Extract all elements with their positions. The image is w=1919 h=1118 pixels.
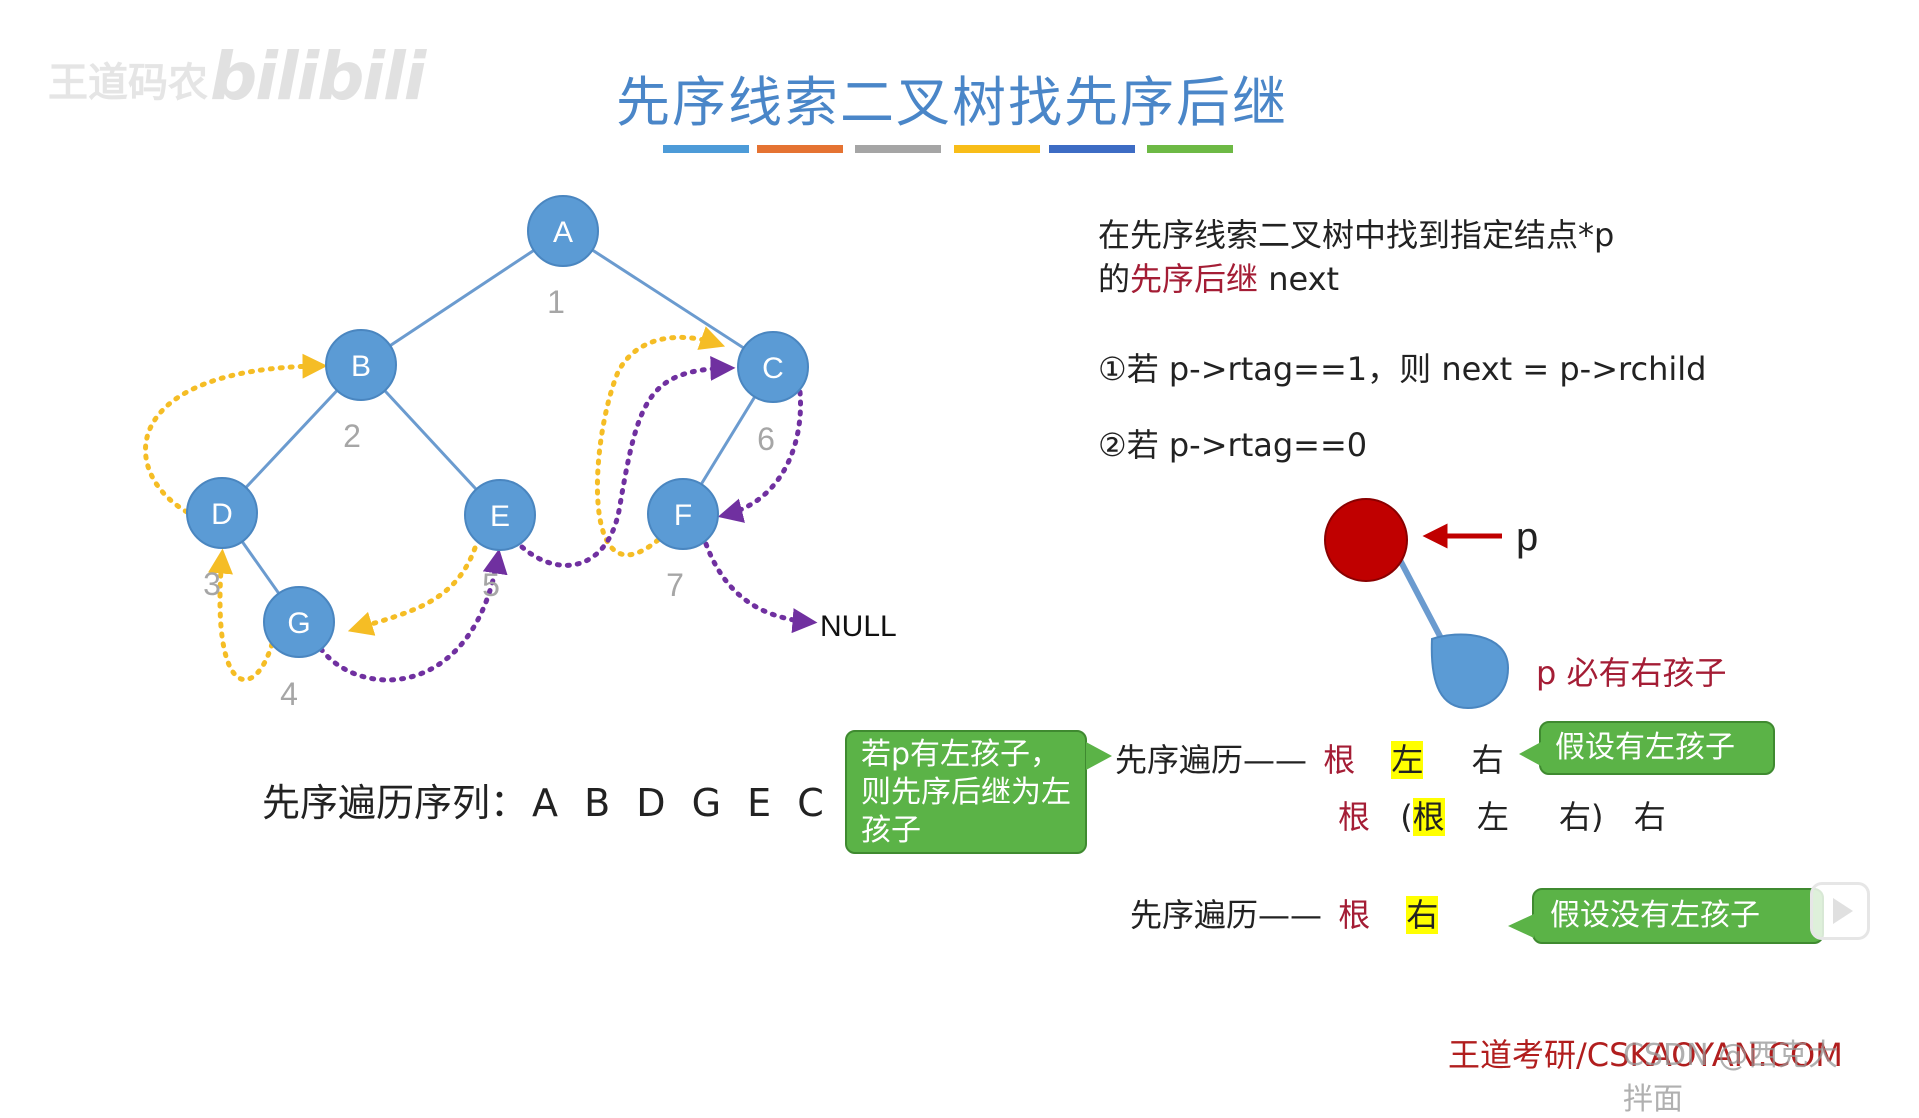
thread-e-to-c — [519, 355, 736, 568]
order-g: 4 — [280, 676, 298, 712]
node-f-label: F — [674, 499, 692, 532]
traversal-3-right: 右 — [1406, 896, 1439, 934]
traversal-2-root: 根 — [1338, 798, 1371, 836]
order-f: 7 — [666, 567, 684, 603]
node-g-label: G — [287, 607, 310, 640]
traversal-2-right: 右 — [1633, 798, 1666, 836]
traversal-1-left: 左 — [1391, 741, 1424, 779]
node-c — [737, 331, 809, 403]
footer-overlay: CSDN @西克大拌面 — [1623, 1038, 1839, 1117]
assume-no-left-pointer — [1508, 914, 1534, 938]
node-a — [527, 195, 599, 267]
thread-g-to-e — [318, 548, 508, 683]
left-note-pointer — [1086, 742, 1112, 770]
traversal-1-label: 先序遍历—— — [1115, 741, 1308, 779]
title-bar-1 — [663, 145, 749, 153]
title-bar-5 — [1049, 145, 1135, 153]
traversal-row-1: 先序遍历—— 根 左 右 — [1115, 735, 1504, 781]
assume-left-pointer — [1519, 742, 1541, 766]
thread-c-to-f — [717, 389, 803, 523]
sequence-label: 先序遍历序列： — [262, 781, 529, 825]
page-title: 先序线索二叉树找先序后继 — [616, 71, 1288, 134]
title-bar-2 — [757, 145, 843, 153]
desc-line-2-prefix: 的 — [1098, 260, 1131, 298]
order-b: 2 — [343, 418, 361, 454]
left-child-note-bubble: 若p有左孩子，则先序后继为左孩子 — [845, 730, 1087, 854]
desc-line-2-suffix: next — [1258, 260, 1340, 298]
thread-f-to-null — [703, 541, 818, 634]
traversal-2-inner-root: 根 — [1412, 798, 1445, 836]
order-d: 3 — [203, 566, 221, 602]
edge-a-b — [360, 229, 564, 367]
p-label: p — [1516, 515, 1538, 559]
traversal-2-inner-right: 右) — [1559, 798, 1604, 836]
order-a: 1 — [547, 284, 565, 320]
node-f — [647, 478, 719, 550]
traversal-row-2: 根 (根 左 右) 右 — [1338, 792, 1666, 838]
traversal-1-right: 右 — [1471, 741, 1504, 779]
node-c-label: C — [762, 352, 784, 385]
node-b-label: B — [351, 350, 371, 383]
node-e-label: E — [490, 500, 510, 533]
assume-left-bubble: 假设有左孩子 — [1539, 721, 1775, 775]
traversal-1-root: 根 — [1323, 741, 1356, 779]
bilibili-logo: bilibili — [210, 38, 426, 115]
sequence-value: A B D G E C F — [532, 781, 879, 825]
node-a-label: A — [553, 216, 573, 249]
order-c: 6 — [757, 421, 775, 457]
node-g — [263, 586, 335, 658]
title-bar-3 — [855, 145, 941, 153]
assume-no-left-text: 假设没有左孩子 — [1550, 898, 1760, 933]
traversal-3-root: 根 — [1338, 896, 1371, 934]
node-b — [325, 329, 397, 401]
threaded-tree-diagram: A B C D E F G 1 2 3 4 5 6 7 NULL p — [143, 195, 1538, 712]
desc-line-1: 在先序线索二叉树中找到指定结点*p — [1098, 216, 1615, 254]
traversal-row-3: 先序遍历—— 根 右 — [1130, 890, 1439, 936]
thread-f-to-c — [594, 326, 726, 558]
footer-site-text: 王道考研/CSKAOYAN.COM — [1448, 1036, 1843, 1074]
assume-no-left-bubble: 假设没有左孩子 — [1532, 888, 1824, 944]
case-1: ①若 p->rtag==1，则 next = p->rchild — [1098, 350, 1707, 388]
thread-e-to-g — [347, 545, 478, 636]
traversal-2-open: ( — [1400, 798, 1413, 836]
play-icon[interactable] — [1810, 882, 1870, 940]
node-d-label: D — [211, 498, 233, 531]
left-child-note-text: 若p有左孩子，则先序后继为左孩子 — [861, 737, 1071, 848]
watermark-text: 王道码农 — [48, 60, 208, 106]
right-child-node — [1430, 633, 1510, 710]
case-2: ②若 p->rtag==0 — [1098, 426, 1368, 464]
title-bar-4 — [954, 145, 1040, 153]
desc-line-2-highlight: 先序后继 — [1130, 260, 1259, 298]
p-note: p 必有右孩子 — [1536, 654, 1727, 692]
assume-left-text: 假设有左孩子 — [1555, 730, 1735, 765]
node-d — [186, 477, 258, 549]
traversal-3-label: 先序遍历—— — [1130, 896, 1323, 934]
null-label: NULL — [820, 610, 897, 643]
edge-a-c — [562, 229, 774, 369]
order-e: 5 — [482, 567, 500, 603]
p-to-child-edge — [1397, 558, 1445, 642]
footer-site: 王道考研/CSKAOYAN.COM CSDN @西克大拌面 — [1448, 1030, 1843, 1117]
traversal-2-inner-left: 左 — [1476, 798, 1509, 836]
desc-line-2: 的先序后继 next — [1098, 254, 1339, 300]
title-bar-6 — [1147, 145, 1233, 153]
node-e — [464, 479, 536, 551]
p-node — [1324, 498, 1408, 582]
thread-g-to-d — [208, 548, 275, 683]
preorder-sequence: 先序遍历序列：A B D G E C F — [262, 772, 879, 827]
thread-d-to-b — [143, 353, 328, 515]
